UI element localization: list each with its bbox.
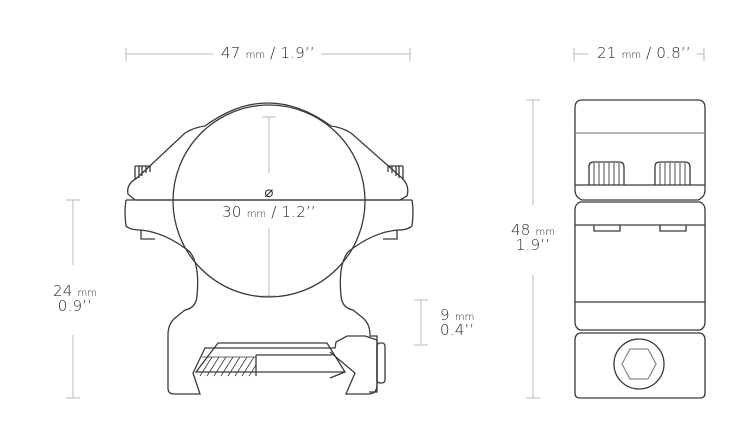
total-height-unit: mm [535, 227, 556, 238]
side-width-imperial: / 0.8’’ [646, 44, 691, 62]
knurling [593, 163, 686, 185]
base-height-imperial: 0.4’’ [440, 321, 475, 339]
front-width-value: 47 [221, 44, 241, 62]
base-height-unit: mm [454, 312, 475, 323]
height-center-label: 24 mm 0.9’’ [40, 283, 110, 314]
front-width-imperial: / 1.9’’ [270, 44, 315, 62]
height-center-imperial: 0.9’’ [57, 297, 93, 315]
base-height-label: 9 mm 0.4’’ [440, 307, 474, 338]
diameter-symbol-icon: ⌀ [264, 183, 274, 201]
front-view [124, 102, 414, 395]
base-height-value: 9 [440, 306, 450, 324]
height-center-value: 24 [52, 282, 73, 300]
front-width-label: 47 mm / 1.9’’ [215, 45, 321, 61]
front-width-unit: mm [245, 50, 266, 61]
ring-diameter-value: 30 [222, 203, 242, 221]
ring-diameter-label: ⌀ 30 mm / 1.2’’ [219, 185, 319, 220]
side-width-value: 21 [597, 44, 617, 62]
total-height-imperial: 1.9’’ [515, 236, 551, 254]
side-view [574, 99, 706, 399]
ring-diameter-imperial: / 1.2’’ [271, 203, 316, 221]
side-width-unit: mm [621, 50, 642, 61]
total-height-label: 48 mm 1.9’’ [498, 222, 568, 253]
total-height-value: 48 [510, 221, 531, 239]
ring-diameter-unit: mm [246, 209, 267, 220]
rail-hatch [199, 356, 257, 377]
side-width-label: 21 mm / 0.8’’ [591, 45, 697, 61]
height-center-unit: mm [77, 288, 98, 299]
